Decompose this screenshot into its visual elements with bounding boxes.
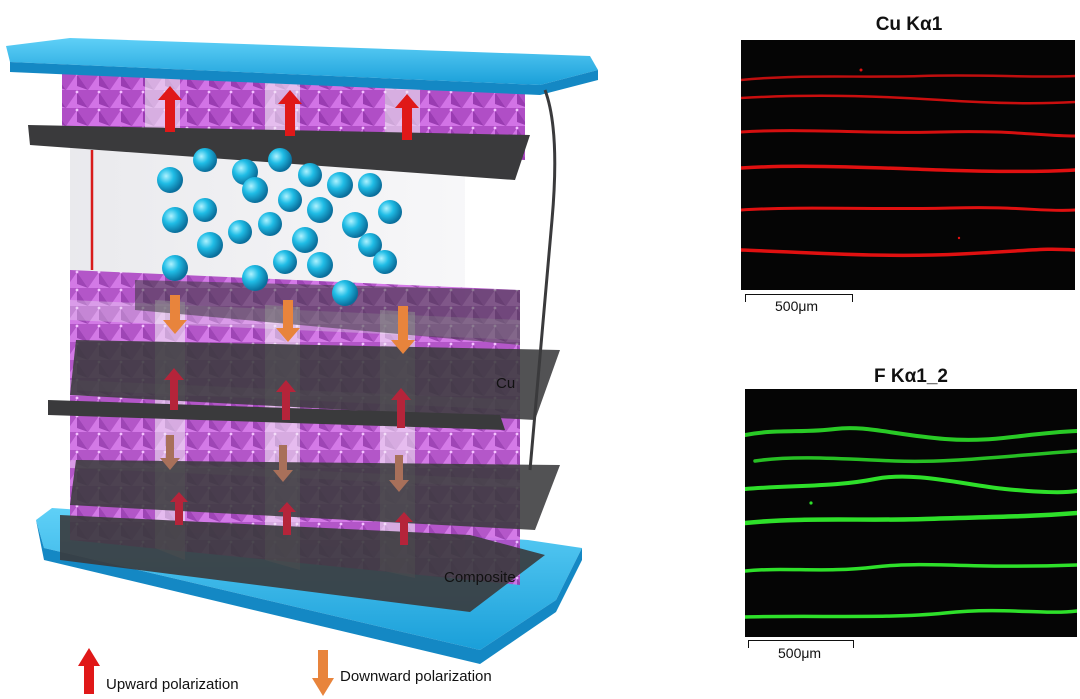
- cu-eds-map: [741, 40, 1075, 290]
- cu-ions: [157, 148, 402, 306]
- downward-arrows: [160, 295, 415, 492]
- downward-legend-label: Downward polarization: [340, 668, 492, 685]
- polarization-device-schematic: Cu Composite: [6, 38, 598, 664]
- top-electrode: [6, 38, 598, 95]
- cu-map-traces: [741, 68, 1075, 258]
- composite-layer-label: Composite: [444, 569, 516, 586]
- cu-layer-label: Cu: [496, 375, 515, 392]
- upward-arrows-top: [158, 86, 419, 140]
- cu-scale-label: 500μm: [775, 298, 819, 314]
- upward-arrow-icon: [78, 648, 100, 694]
- legend-upward: Upward polarization: [78, 648, 239, 694]
- external-wire: [528, 89, 557, 471]
- downward-arrow-icon: [312, 650, 334, 696]
- f-map-traces: [745, 426, 1077, 619]
- cu-map-title: Cu Kα1: [875, 14, 943, 35]
- upward-arrows-lower: [164, 368, 413, 545]
- upward-legend-label: Upward polarization: [106, 676, 239, 693]
- f-map-title: F Kα1_2: [874, 366, 948, 387]
- f-scale-label: 500μm: [778, 645, 822, 661]
- f-eds-map: [745, 389, 1077, 637]
- electrode-plates: [48, 280, 560, 612]
- legend-downward: Downward polarization: [312, 650, 492, 696]
